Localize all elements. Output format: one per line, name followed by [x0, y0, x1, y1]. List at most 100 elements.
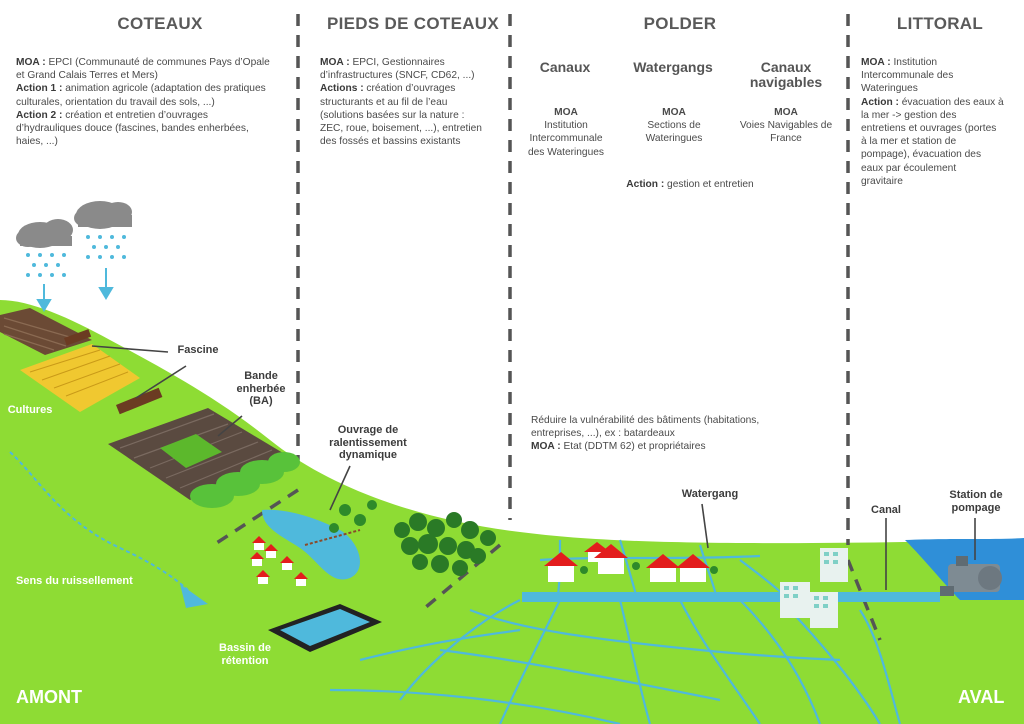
label-station-pompage: Station de pompage	[940, 489, 1012, 514]
label-station-1: Station de	[949, 489, 1003, 501]
retention-basin	[268, 604, 382, 652]
littoral-action-text-7: gravitaire	[861, 175, 903, 187]
title-coteaux: COTEAUX	[117, 14, 203, 33]
littoral-action-key: Action :	[861, 96, 899, 108]
coteaux-action1-key: Action 1 :	[16, 83, 63, 95]
label-aval: AVAL	[958, 687, 1005, 707]
label-bande-enherbee: Bande enherbée (BA)	[226, 370, 296, 408]
littoral-action-text-1: évacuation des eaux à	[898, 96, 1004, 108]
pieds-moa-key: MOA :	[320, 57, 350, 68]
polder-sub-0-moa-1: Institution	[544, 120, 588, 132]
coteaux-action2-text-3: haies, ...)	[16, 136, 58, 148]
littoral-action-text-3: entretiens et ouvrages (portes	[861, 123, 997, 135]
coteaux-moa-text-1: EPCI (Communauté de communes Pays d’Opal…	[45, 57, 270, 68]
polder-action-text: gestion et entretien	[664, 179, 754, 190]
pieds-actions-text-2: structurants et au fil de l’eau	[320, 96, 448, 108]
polder-sub-0-moa-key: MOA	[554, 107, 578, 118]
pieds-actions-text-5: des fossés et bassins existants	[320, 136, 461, 148]
littoral-action-text-6: eaux par écoulement	[861, 162, 957, 174]
buildings	[780, 548, 848, 628]
polder-sub-1-moa-key: MOA	[662, 107, 686, 118]
callout-lines	[91, 345, 976, 590]
polder-reduce-2: entreprises, ...), ex : batardeaux	[531, 428, 675, 440]
label-amont: AMONT	[16, 687, 82, 707]
polder-vulnerability: Réduire la vulnérabilité des bâtiments (…	[531, 414, 831, 454]
coteaux-action1-text-2: culturales, orientation du travail des s…	[16, 96, 215, 108]
polder-sub-title-watergangs: Watergangs	[618, 60, 728, 75]
label-ouvrage-1: Ouvrage de	[337, 424, 399, 436]
pieds-description: MOA : EPCI, Gestionnaires d’infrastructu…	[320, 56, 508, 148]
polder-moa-canaux-navigables: MOA Voies Navigables de France	[732, 106, 840, 146]
label-bassin-2: rétention	[221, 654, 269, 667]
label-canal: Canal	[871, 504, 901, 516]
polder-moa-watergangs: MOA Sections de Wateringues	[624, 106, 724, 146]
label-sens-ruissellement: Sens du ruissellement	[16, 575, 133, 587]
title-pieds-de-coteaux: PIEDS DE COTEAUX	[327, 14, 499, 33]
coteaux-action1-text-1: animation agricole (adaptation des prati…	[62, 83, 266, 95]
polder-sub-2-title-1: Canaux	[760, 59, 812, 75]
pumping-station	[940, 556, 1002, 596]
label-cultures: Cultures	[7, 404, 53, 416]
coteaux-action2-text-2: d’hydrauliques douce (fascines, bandes e…	[16, 123, 249, 135]
polder-sub-title-canaux: Canaux	[520, 60, 610, 75]
plowed-field-lower	[108, 408, 288, 500]
houses-left	[250, 536, 308, 586]
label-ouvrage-ralentissement: Ouvrage de ralentissement dynamique	[316, 424, 420, 462]
polder-sub-1-moa-1: Sections de	[647, 120, 701, 132]
polder-moa-canaux: MOA Institution Intercommunale des Water…	[516, 106, 616, 159]
label-bande-3: (BA)	[249, 395, 273, 407]
crop-field	[20, 344, 140, 412]
pieds-moa-text-2: d’infrastructures (SNCF, CD62, ...)	[320, 70, 475, 82]
village-houses	[544, 542, 718, 582]
polder-sub-0-moa-3: des Wateringues	[527, 146, 605, 158]
polder-sub-2-moa-1: Voies Navigables de	[739, 120, 833, 132]
littoral-moa-key: MOA :	[861, 57, 891, 68]
polder-sub-2-moa-2: France	[770, 133, 802, 145]
green-land	[0, 300, 1024, 724]
grass-strip	[190, 452, 300, 508]
pieds-actions-text-3: (solutions basées sur la nature :	[320, 109, 465, 121]
littoral-action-text-2: la mer -> gestion des	[861, 109, 957, 121]
title-littoral: LITTORAL	[896, 14, 984, 33]
polder-sub-0-moa-2: Intercommunale	[529, 133, 603, 145]
littoral-moa-text-2: Intercommunale des	[861, 70, 954, 82]
label-station-2: pompage	[951, 501, 1001, 514]
coteaux-action2-text-1: création et entretien d’ouvrages	[62, 109, 208, 121]
polder-reduce-moa-key: MOA :	[531, 441, 561, 453]
label-bassin-retention: Bassin de rétention	[212, 642, 278, 667]
rain-clouds	[16, 201, 132, 312]
polder-reduce-1: Réduire la vulnérabilité des bâtiments (…	[531, 415, 760, 426]
coteaux-moa-text-2: et Grand Calais Terres et Mers)	[16, 70, 158, 82]
pieds-actions-key: Actions :	[320, 83, 364, 95]
littoral-action-text-5: pompage), évacuation des	[861, 149, 982, 161]
forest	[394, 512, 496, 576]
slowdown-pond	[262, 509, 361, 580]
label-ouvrage-2: ralentissement	[329, 436, 407, 449]
polder-sub-1-moa-2: Wateringues	[645, 133, 703, 145]
label-ouvrage-3: dynamique	[338, 449, 398, 461]
pieds-actions-text-1: création d’ouvrages	[363, 83, 456, 95]
label-bande-1: Bande	[244, 370, 278, 382]
polder-sub-title-canaux-navigables: Canaux navigables	[734, 60, 838, 90]
littoral-action-text-4: à la mer et station de	[861, 136, 957, 148]
main-canal	[522, 592, 940, 602]
polder-reduce-moa-text: Etat (DDTM 62) et propriétaires	[560, 441, 706, 453]
coteaux-description: MOA : EPCI (Communauté de communes Pays …	[16, 56, 296, 148]
polder-sub-1-title-1: Watergangs	[633, 59, 713, 75]
polder-action-key: Action :	[626, 179, 665, 190]
title-polder: POLDER	[643, 14, 717, 33]
fascines	[63, 329, 163, 415]
polder-sub-2-moa-key: MOA	[774, 107, 798, 118]
label-fascine: Fascine	[177, 344, 219, 356]
polder-action: Action : gestion et entretien	[560, 178, 820, 191]
label-bande-2: enherbée	[236, 382, 286, 395]
polder-sub-2-title-2: navigables	[749, 74, 823, 90]
label-bassin-1: Bassin de	[219, 642, 271, 654]
littoral-moa-text-3: Wateringues	[861, 83, 918, 95]
pieds-actions-text-4: ZEC, roue, boisement, ...), entretien	[320, 123, 482, 135]
littoral-moa-text-1: Institution	[890, 57, 938, 68]
littoral-description: MOA : Institution Intercommunale des Wat…	[861, 56, 1021, 188]
watergang-network	[329, 539, 902, 724]
coteaux-moa-key: MOA :	[16, 57, 46, 68]
